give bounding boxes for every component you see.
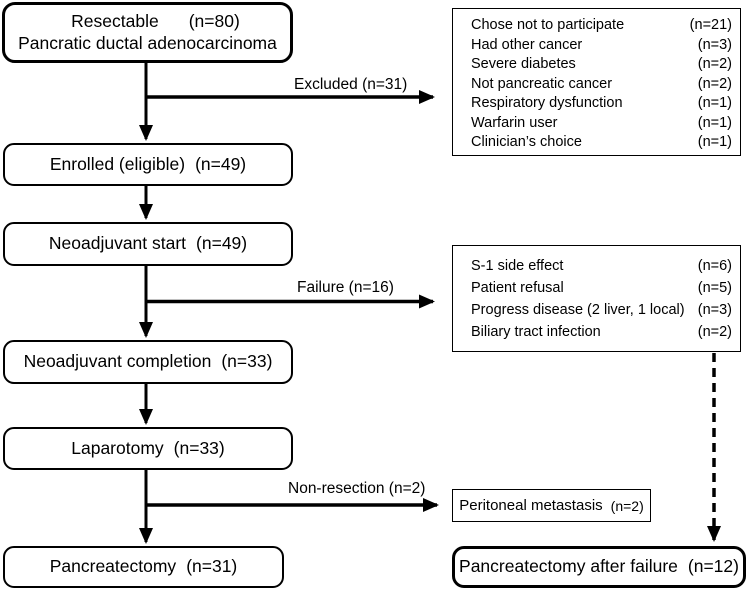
laparotomy-title: Laparotomy [71,437,164,458]
neoadjuvant-start-title: Neoadjuvant start [48,233,187,254]
pancreatectomy-after-failure-title: Pancreatectomy after failure [459,556,678,577]
reason-text: S-1 side effect [471,258,564,274]
failure-reason-row: Biliary tract infection (n=2) [471,321,732,343]
reason-count: (n=2) [697,56,732,72]
excluded-branch-label: Excluded (n=31) [294,76,408,93]
excluded-reason-row: Severe diabetes (n=2) [471,55,732,75]
excluded-reason-row: Had other cancer (n=3) [471,36,732,56]
pancreatectomy-after-failure-count: (n=12) [687,556,739,577]
flow-box-resectable: Resectable (n=80) Pancratic ductal adeno… [2,2,293,63]
excluded-reasons-box: Chose not to participate (n=21) Had othe… [452,8,741,156]
reason-count: (n=2) [697,75,732,92]
reason-text: Not pancreatic cancer [471,75,613,92]
resectable-subtitle: Pancratic ductal adenocarcinoma [18,32,277,53]
pancreatectomy-title: Pancreatectomy [49,556,177,577]
peritoneal-metastasis-count: (n=2) [610,497,644,514]
failure-reason-row: Progress disease (2 liver, 1 local) (n=3… [471,299,732,321]
failure-branch-label: Failure (n=16) [297,279,394,296]
reason-text: Biliary tract infection [471,324,601,340]
excluded-reason-row: Chose not to participate (n=21) [471,16,732,36]
reason-count: (n=5) [697,280,732,296]
non-resection-branch-label: Non-resection (n=2) [288,480,426,497]
reason-text: Warfarin user [471,114,558,131]
resectable-title-row: Resectable (n=80) [55,11,240,33]
flow-box-pancreatectomy-after-failure: Pancreatectomy after failure (n=12) [452,546,746,588]
failure-reason-row: Patient refusal (n=5) [471,277,732,299]
reason-count: (n=3) [697,36,732,53]
excluded-reason-row: Clinician’s choice (n=1) [471,133,732,153]
reason-count: (n=2) [697,324,732,340]
neoadjuvant-completion-count: (n=33) [221,351,273,372]
flow-box-pancreatectomy: Pancreatectomy (n=31) [3,546,284,588]
excluded-reason-row: Not pancreatic cancer (n=2) [471,75,732,95]
neoadjuvant-start-count: (n=49) [196,233,248,254]
enrolled-title: Enrolled (eligible) [49,153,186,174]
flow-box-laparotomy: Laparotomy (n=33) [3,427,293,470]
flow-box-neoadjuvant-completion: Neoadjuvant completion (n=33) [3,340,293,384]
reason-count: (n=3) [697,302,732,318]
excluded-reason-row: Warfarin user (n=1) [471,114,732,134]
reason-text: Respiratory dysfunction [471,95,623,111]
reason-text: Had other cancer [471,36,583,53]
peritoneal-metastasis-box: Peritoneal metastasis (n=2) [452,489,651,522]
reason-text: Chose not to participate [471,17,625,33]
reason-text: Severe diabetes [471,56,576,72]
laparotomy-count: (n=33) [173,437,225,458]
reason-count: (n=1) [697,134,732,150]
reason-count: (n=21) [689,17,732,33]
reason-count: (n=1) [697,95,732,111]
flow-box-neoadjuvant-start: Neoadjuvant start (n=49) [3,222,293,266]
reason-count: (n=1) [697,114,732,131]
enrolled-count: (n=49) [195,153,247,174]
excluded-reason-row: Respiratory dysfunction (n=1) [471,94,732,114]
neoadjuvant-completion-title: Neoadjuvant completion [23,351,212,372]
failure-reasons-box: S-1 side effect (n=6) Patient refusal (n… [452,245,741,352]
pancreatectomy-count: (n=31) [186,556,238,577]
reason-text: Progress disease (2 liver, 1 local) [471,302,685,318]
failure-reason-row: S-1 side effect (n=6) [471,255,732,277]
resectable-count: (n=80) [188,10,240,31]
flow-box-enrolled: Enrolled (eligible) (n=49) [3,143,293,186]
reason-text: Patient refusal [471,280,564,296]
reason-text: Clinician’s choice [471,134,582,150]
peritoneal-metastasis-text: Peritoneal metastasis [459,497,603,514]
reason-count: (n=6) [697,258,732,274]
resectable-title: Resectable [71,10,159,31]
